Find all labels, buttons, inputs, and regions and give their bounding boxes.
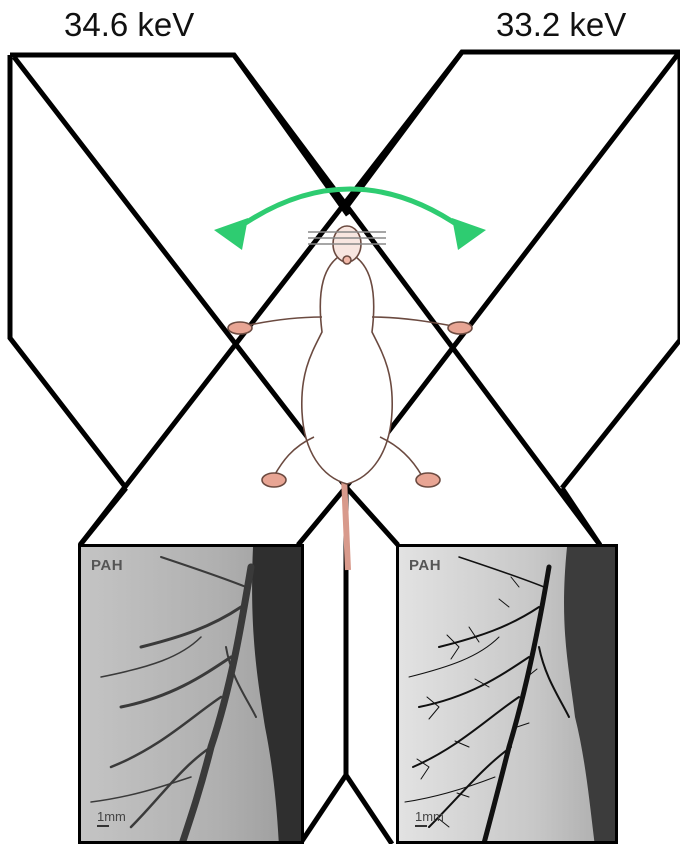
rat-icon	[222, 222, 482, 572]
radiograph-right: PAH 1mm	[396, 544, 618, 844]
radiograph-left: PAH 1mm	[78, 544, 304, 844]
vessel-image-left	[81, 547, 304, 844]
energy-label-right: 33.2 keV	[496, 6, 626, 44]
projection-line-right	[562, 488, 600, 545]
lower-v-left	[300, 775, 346, 844]
energy-label-left: 34.6 keV	[64, 6, 194, 44]
panel-label-right: PAH	[409, 557, 441, 574]
lower-v-right	[346, 775, 392, 844]
scale-bar-left: 1mm	[97, 809, 126, 827]
scale-bar-right: 1mm	[415, 809, 444, 827]
left-detector-edge	[10, 55, 126, 488]
panel-label-left: PAH	[91, 557, 123, 574]
projection-line-left	[80, 488, 126, 545]
beam-diagonal-e	[562, 340, 680, 488]
vessel-image-right	[399, 547, 618, 844]
